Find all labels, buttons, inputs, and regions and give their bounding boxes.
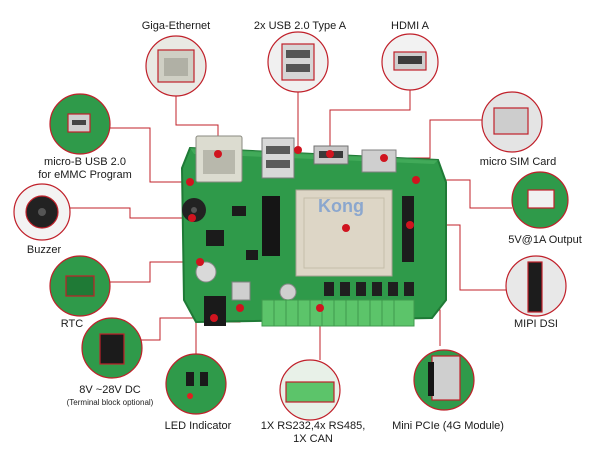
dot-buzzer: [188, 214, 196, 222]
label-micro-b-line2: for eMMC Program: [38, 169, 132, 181]
label-5v-output: 5V@1A Output: [508, 234, 582, 246]
rtc-battery: [195, 261, 217, 283]
dot-pcie: [342, 224, 350, 232]
dot-usb: [294, 146, 302, 154]
dot-hdmi: [326, 150, 334, 158]
label-hdmi: HDMI A: [391, 20, 429, 32]
watermark: Kong: [318, 196, 364, 216]
dc-jack: [204, 296, 226, 326]
dot-mipi: [406, 221, 414, 229]
bubble-mipi: [505, 255, 567, 317]
sim-slot: [361, 149, 397, 173]
dot-sim: [380, 154, 388, 162]
bubble-led: [165, 353, 227, 415]
line-rtc: [92, 261, 200, 283]
bubble-hdmi: [381, 33, 439, 91]
bubble-5v: [511, 171, 569, 229]
zoom-bubbles: [13, 31, 569, 421]
dot-led: [236, 304, 244, 312]
dot-5v: [412, 176, 420, 184]
label-rtc: RTC: [60, 318, 84, 330]
chip-row: [324, 282, 414, 296]
bubble-rtc: [49, 255, 111, 317]
label-led-indicator: LED Indicator: [164, 420, 232, 432]
callout-dots: [186, 146, 420, 322]
label-dc-note: (Terminal block optional): [66, 398, 154, 407]
bubble-buzzer: [13, 183, 71, 241]
label-serial-line1: 1X RS232,4x RS485,: [260, 420, 366, 432]
bubble-sim: [481, 91, 543, 153]
label-usb-type-a: 2x USB 2.0 Type A: [253, 20, 347, 32]
label-giga-ethernet: Giga-Ethernet: [141, 20, 211, 32]
core-module: [295, 189, 393, 277]
label-dc-input: 8V ~28V DC: [79, 384, 141, 396]
label-micro-b-line1: micro-B USB 2.0: [44, 156, 126, 168]
dot-serial: [316, 304, 324, 312]
bubble-dc: [81, 317, 143, 379]
bubble-microb: [49, 93, 111, 155]
bubble-ethernet: [145, 35, 207, 97]
dot-rtc: [196, 258, 204, 266]
label-mipi-dsi: MIPI DSI: [513, 318, 558, 330]
label-serial-line2: 1X CAN: [293, 433, 333, 445]
line-sim: [384, 119, 482, 159]
dot-dc: [210, 314, 218, 322]
line-buzzer: [70, 207, 192, 219]
label-micro-sim: micro SIM Card: [479, 156, 557, 168]
pcie-slot: [262, 196, 280, 256]
pcb: [180, 135, 447, 327]
line-hdmi: [329, 86, 411, 152]
line-microb: [108, 127, 190, 183]
label-mini-pcie: Mini PCIe (4G Module): [392, 420, 504, 432]
mipi-connector: [402, 196, 414, 262]
dot-ethernet: [214, 150, 222, 158]
bubble-serial: [279, 359, 341, 421]
dot-microb: [186, 178, 194, 186]
terminal-blocks: [261, 299, 415, 327]
bubble-pcie: [413, 349, 475, 411]
label-buzzer: Buzzer: [26, 244, 62, 256]
bubble-usb: [267, 31, 329, 93]
usb-a-connector: [261, 137, 295, 179]
